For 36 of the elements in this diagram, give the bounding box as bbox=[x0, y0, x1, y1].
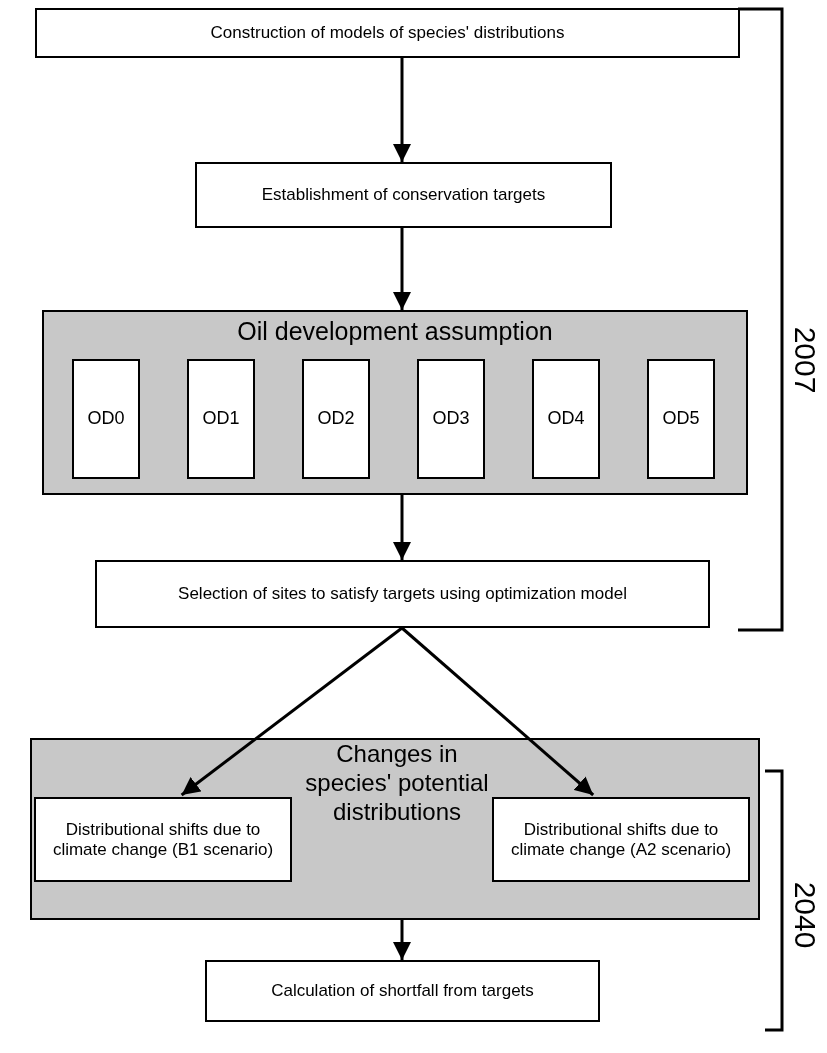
arrow bbox=[393, 495, 411, 560]
arrow bbox=[180, 626, 403, 797]
process-box bbox=[492, 797, 750, 882]
option-box bbox=[532, 359, 600, 479]
option-box bbox=[302, 359, 370, 479]
option-box bbox=[72, 359, 140, 479]
box-label: Selection of sites to satisfy targets using optimization model bbox=[177, 583, 628, 605]
box-label: OD0 bbox=[86, 408, 126, 430]
year-label: 2040 bbox=[789, 881, 820, 949]
box-label: Distributional shifts due to climate change (A2 scenario) bbox=[509, 819, 733, 860]
option-box bbox=[647, 359, 715, 479]
arrow bbox=[393, 920, 411, 960]
process-box bbox=[205, 960, 600, 1022]
panel-title: Oil development assumption bbox=[236, 316, 554, 346]
arrow bbox=[393, 58, 411, 162]
process-box bbox=[195, 162, 612, 228]
group-panel bbox=[42, 310, 748, 495]
box-label: Calculation of shortfall from targets bbox=[270, 980, 535, 1002]
panel-title: Changes in species' potential distributions bbox=[304, 740, 490, 827]
option-box bbox=[417, 359, 485, 479]
box-label: OD4 bbox=[546, 408, 586, 430]
box-label: Distributional shifts due to climate change (B1 scenario) bbox=[51, 819, 275, 860]
option-box bbox=[187, 359, 255, 479]
box-label: Construction of models of species' distributions bbox=[209, 22, 566, 44]
group-panel bbox=[30, 738, 760, 920]
box-label: OD1 bbox=[201, 408, 241, 430]
arrow bbox=[393, 228, 411, 310]
year-label: 2007 bbox=[789, 326, 820, 394]
box-label: OD3 bbox=[431, 408, 471, 430]
process-box bbox=[34, 797, 292, 882]
arrow bbox=[401, 626, 595, 797]
box-label: OD2 bbox=[316, 408, 356, 430]
process-box bbox=[35, 8, 740, 58]
box-label: OD5 bbox=[661, 408, 701, 430]
process-box bbox=[95, 560, 710, 628]
box-label: Establishment of conservation targets bbox=[260, 184, 547, 206]
